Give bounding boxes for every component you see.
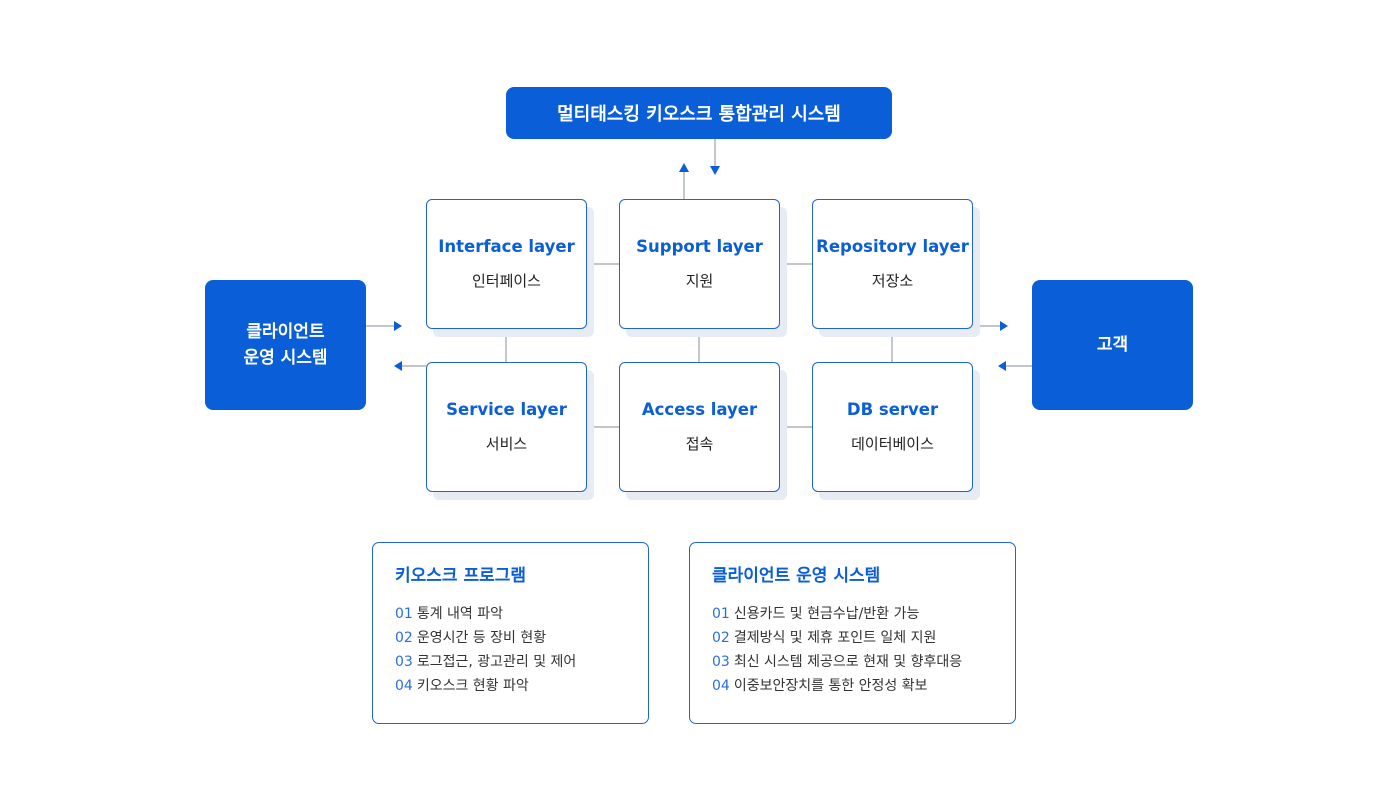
- repository-layer-box: Repository layer 저장소: [812, 199, 973, 329]
- client-system-label-line2: 운영 시스템: [243, 348, 328, 368]
- item-text: 운영시간 등 장비 현황: [416, 630, 547, 646]
- item-text: 최신 시스템 제공으로 현재 및 향후대응: [733, 654, 963, 670]
- arrow-down-head: [710, 166, 720, 175]
- arrow-left-in-head: [394, 321, 402, 331]
- item-number: 01: [395, 606, 413, 622]
- repository-layer-subtitle: 저장소: [871, 272, 914, 290]
- item-text: 통계 내역 파악: [416, 606, 504, 622]
- item-text: 결제방식 및 제휴 포인트 일체 지원: [733, 630, 937, 646]
- db-server-subtitle: 데이터베이스: [851, 435, 934, 453]
- interface-layer-box: Interface layer 인터페이스: [426, 199, 587, 329]
- client-system-label-line1: 클라이언트: [246, 321, 325, 342]
- service-layer-title: Service layer: [446, 400, 567, 419]
- support-layer-box: Support layer 지원: [619, 199, 780, 329]
- item-number: 02: [395, 630, 413, 646]
- arrow-right-out-head: [1000, 321, 1008, 331]
- repository-layer-title: Repository layer: [816, 237, 969, 256]
- item-text: 키오스크 현황 파악: [416, 678, 529, 694]
- service-layer-box: Service layer 서비스: [426, 362, 587, 492]
- access-layer-title: Access layer: [641, 400, 758, 419]
- client-system-box: 클라이언트 운영 시스템: [205, 280, 366, 410]
- item-text: 신용카드 및 현금수납/반환 가능: [733, 606, 920, 622]
- item-text: 로그접근, 광고관리 및 제어: [416, 654, 577, 670]
- access-layer-box: Access layer 접속: [619, 362, 780, 492]
- interface-layer-subtitle: 인터페이스: [471, 272, 541, 290]
- support-layer-title: Support layer: [636, 237, 763, 256]
- top-system-label: 멀티태스킹 키오스크 통합관리 시스템: [557, 104, 841, 125]
- support-layer-subtitle: 지원: [685, 272, 714, 290]
- interface-layer-title: Interface layer: [438, 237, 575, 256]
- item-number: 04: [395, 678, 413, 694]
- access-layer-subtitle: 접속: [685, 435, 714, 453]
- item-number: 04: [712, 678, 730, 694]
- arrow-up-head: [679, 163, 689, 172]
- db-server-box: DB server 데이터베이스: [812, 362, 973, 492]
- item-text: 이중보안장치를 통한 안정성 확보: [733, 678, 928, 694]
- item-number: 03: [395, 654, 413, 670]
- top-system-box: 멀티태스킹 키오스크 통합관리 시스템: [506, 87, 892, 139]
- db-server-title: DB server: [846, 400, 939, 419]
- customer-box: 고객: [1032, 280, 1193, 410]
- item-number: 03: [712, 654, 730, 670]
- service-layer-subtitle: 서비스: [485, 435, 528, 453]
- item-number: 02: [712, 630, 730, 646]
- customer-label: 고객: [1096, 334, 1129, 355]
- arrow-left-out-head: [394, 361, 402, 371]
- client-system-title: 클라이언트 운영 시스템: [712, 566, 881, 586]
- item-number: 01: [712, 606, 730, 622]
- kiosk-program-title: 키오스크 프로그램: [395, 566, 527, 586]
- arrow-right-in-head: [998, 361, 1006, 371]
